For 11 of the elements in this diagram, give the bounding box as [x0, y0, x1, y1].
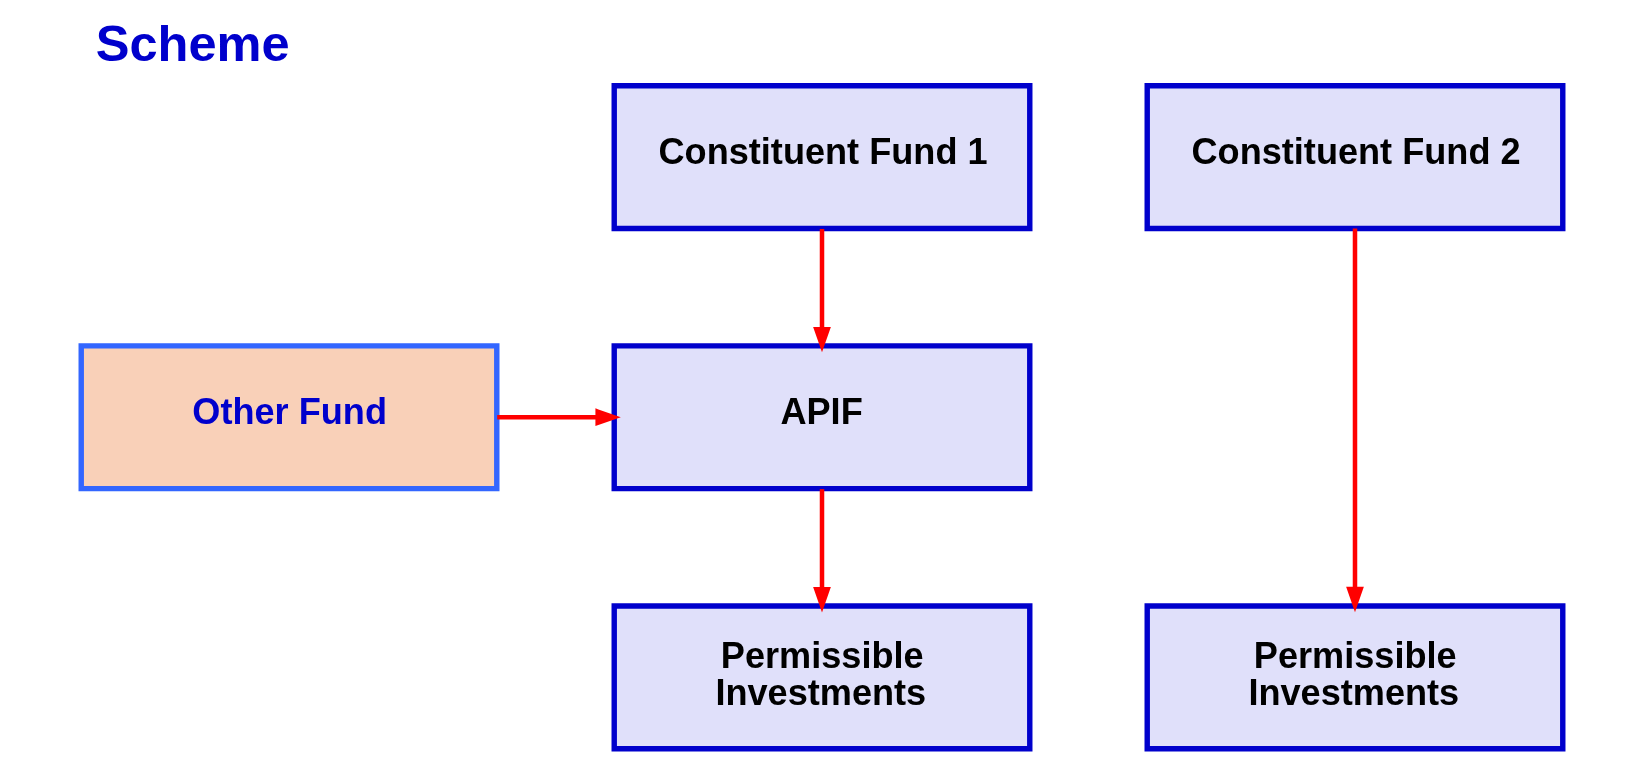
arrow	[497, 408, 621, 427]
arrow	[1346, 228, 1364, 613]
node-box: Other Fund	[78, 343, 500, 492]
node-box: Constituent Fund 1	[611, 83, 1033, 232]
node-box: Permissible Investments	[1144, 603, 1566, 752]
node-box: Constituent Fund 2	[1144, 83, 1566, 232]
arrow	[813, 228, 831, 353]
diagram-title: Scheme	[95, 15, 290, 73]
arrow	[813, 489, 831, 613]
node-box: Permissible Investments	[611, 603, 1033, 752]
node-box: APIF	[611, 343, 1033, 492]
